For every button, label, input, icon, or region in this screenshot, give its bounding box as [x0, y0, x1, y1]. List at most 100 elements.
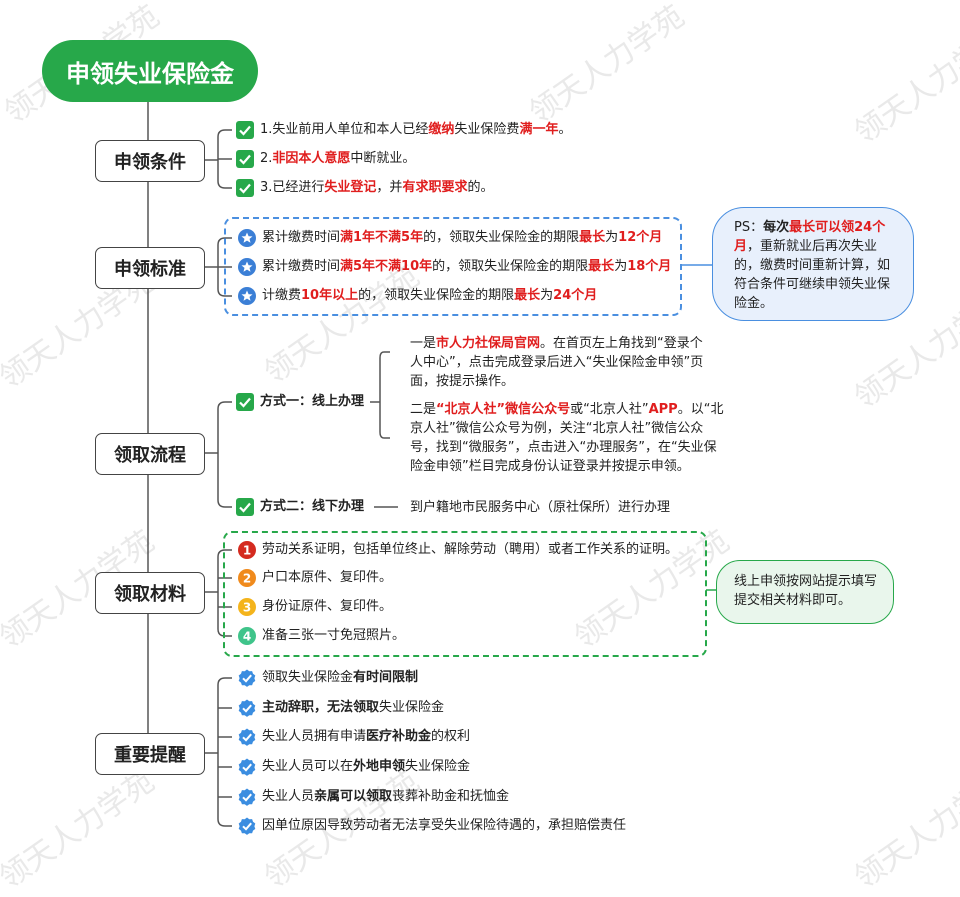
standard-text: 为: [540, 288, 554, 303]
standard-highlight: 最长: [588, 259, 615, 274]
online-highlight: APP: [648, 402, 678, 417]
condition-highlight: 非因本人意愿: [272, 151, 351, 166]
blue-check-icon: [238, 728, 256, 746]
condition-text: 的。: [467, 180, 494, 195]
ps-highlight: 最长可以领24个月: [734, 220, 886, 254]
materials-callout: [716, 560, 894, 624]
blue-check-icon: [238, 699, 256, 717]
standard-text: 的，领取失业保险金的期限: [358, 288, 515, 303]
reminder-item: 失业人员亲属可以领取丧葬补助金和抚恤金: [238, 788, 509, 806]
svg-text:1: 1: [243, 544, 251, 558]
reminder-bold: 有时间限制: [353, 670, 419, 685]
blue-check-icon: [238, 817, 256, 835]
condition-highlight: 满一年: [519, 122, 559, 137]
online-highlight: 市人力社保局官网: [436, 336, 541, 351]
online-highlight: “北京人社”微信公众号: [436, 402, 571, 417]
online-text: 或“北京人社”: [570, 402, 649, 417]
standard-text: 的，领取失业保险金的期限: [423, 230, 580, 245]
material-item: 2 户口本原件、复印件。: [238, 569, 392, 587]
online-label: 方式一：线上办理: [260, 394, 365, 409]
svg-text:3: 3: [243, 601, 251, 615]
material-item: 4 准备三张一寸免冠照片。: [238, 627, 405, 645]
star-badge-icon: [238, 258, 256, 276]
condition-text: 1.失业前用人单位和本人已经: [260, 122, 429, 137]
online-method-1: 一是市人力社保局官网。在首页左上角找到“登录个人中心”，点击完成登录后进入“失业…: [410, 334, 715, 391]
standard-text: 累计缴费时间: [262, 230, 341, 245]
online-text: 二是: [410, 402, 437, 417]
reminder-text: 失业人员: [262, 789, 315, 804]
number-2-icon: 2: [238, 569, 256, 587]
topic-conditions: 申领条件: [95, 140, 205, 182]
condition-text: 失业保险费: [454, 122, 520, 137]
reminder-text: 丧葬补助金和抚恤金: [392, 789, 510, 804]
online-text: 。在首页左上角找到“登录个人中心”，点击完成登录后进入“失业保险金申领”页面，按…: [410, 336, 704, 389]
reminder-bold: 亲属可以领取: [314, 789, 393, 804]
online-method-2: 二是“北京人社”微信公众号或“北京人社”APP。以“北京人社”微信公众号为例，关…: [410, 400, 725, 476]
material-text: 户口本原件、复印件。: [262, 570, 393, 585]
materials-frame: [223, 531, 707, 657]
standard-text: 计缴费: [262, 288, 302, 303]
offline-label: 方式二：线下办理: [260, 499, 365, 514]
reminder-text: ，: [314, 700, 328, 715]
green-check-icon: [236, 498, 254, 516]
standards-frame: [224, 217, 682, 316]
condition-item: 3.已经进行失业登记，并有求职要求的。: [236, 179, 493, 197]
materials-note-text: 线上申领按网站提示填写提交相关材料即可。: [734, 574, 878, 608]
condition-text: ，并: [376, 180, 403, 195]
standard-text: 的，领取失业保险金的期限: [432, 259, 589, 274]
process-offline: 方式二：线下办理: [236, 498, 364, 516]
standard-highlight: 18个月: [627, 259, 672, 274]
reminder-text: 的权利: [431, 729, 471, 744]
reminder-text: 失业人员可以在: [262, 759, 354, 774]
condition-highlight: 有求职要求: [402, 180, 468, 195]
reminder-item: 主动辞职，无法领取失业保险金: [238, 699, 444, 717]
topic-reminders: 重要提醒: [95, 733, 205, 775]
star-badge-icon: [238, 287, 256, 305]
blue-check-icon: [238, 758, 256, 776]
root-node: 申领失业保险金: [42, 40, 258, 102]
ps-callout: [712, 207, 914, 321]
condition-highlight: 缴纳: [428, 122, 455, 137]
condition-text: 2.: [260, 151, 273, 166]
green-check-icon: [236, 150, 254, 168]
ps-note-text: PS：每次最长可以领24个月，重新就业后再次失业的，缴费时间重新计算，如符合条件…: [734, 218, 894, 313]
ps-body: ，重新就业后再次失业的，缴费时间重新计算，如符合条件可继续申领失业保险金。: [734, 239, 891, 311]
reminder-bold: 医疗补助金: [366, 729, 432, 744]
reminder-text: 失业保险金: [405, 759, 471, 774]
standard-text: 为: [605, 230, 619, 245]
reminder-item: 领取失业保险金有时间限制: [238, 669, 418, 687]
reminder-item: 失业人员拥有申请医疗补助金的权利: [238, 728, 470, 746]
material-text: 准备三张一寸免冠照片。: [262, 628, 406, 643]
number-3-icon: 3: [238, 598, 256, 616]
online-text: 。以“北京人社”微信公众号为例，关注“北京人社”微信公众号，找到“微服务”，点击…: [410, 402, 724, 474]
svg-text:2: 2: [243, 572, 251, 586]
topic-materials: 领取材料: [95, 572, 205, 614]
standard-highlight: 12个月: [618, 230, 663, 245]
topic-standards: 申领标准: [95, 247, 205, 289]
standard-highlight: 满1年不满5年: [340, 230, 424, 245]
green-check-icon: [236, 393, 254, 411]
condition-text: 中断就业。: [350, 151, 416, 166]
condition-item: 1.失业前用人单位和本人已经缴纳失业保险费满一年。: [236, 121, 571, 139]
reminder-text: 失业人员拥有申请: [262, 729, 367, 744]
star-badge-icon: [238, 229, 256, 247]
svg-text:4: 4: [243, 630, 251, 644]
number-4-icon: 4: [238, 627, 256, 645]
standard-highlight: 最长: [579, 230, 606, 245]
topic-process: 领取流程: [95, 433, 205, 475]
green-check-icon: [236, 179, 254, 197]
reminder-text: 领取失业保险金: [262, 670, 354, 685]
standard-highlight: 满5年不满10年: [340, 259, 433, 274]
blue-check-icon: [238, 669, 256, 687]
reminder-text: 失业保险金: [379, 700, 445, 715]
number-1-icon: 1: [238, 541, 256, 559]
standard-highlight: 10年以上: [301, 288, 359, 303]
connector-lines: [147, 102, 716, 827]
ps-prefix: PS：: [734, 220, 764, 235]
process-online: 方式一：线上办理: [236, 393, 364, 411]
reminder-bold: 主动辞职: [262, 700, 315, 715]
reminder-bold: 外地申领: [353, 759, 406, 774]
